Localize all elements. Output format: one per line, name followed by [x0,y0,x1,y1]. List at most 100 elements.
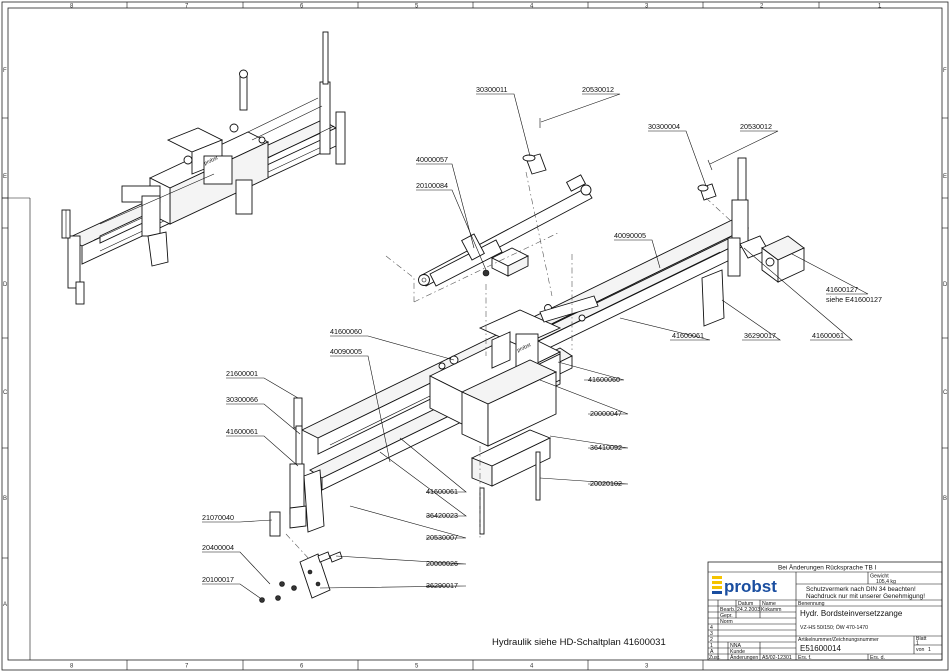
tb-rev-row-1: 1 [710,643,713,649]
svg-text:probst: probst [516,342,532,354]
zone-row-C-left: C [3,390,8,396]
callout-siehe-e41600127: siehe E41600127 [826,295,882,304]
zone-row-A-left: A [3,602,7,608]
zone-col-6-bottom: 6 [300,664,304,670]
callout-20400004: 20400004 [202,543,234,552]
tb-bearb-name: Kirkamm [761,607,781,613]
callout-36290017-b: 36290017 [426,581,458,590]
left-grip [259,397,343,603]
callout-41600061-a: 41600061 [672,331,704,340]
zone-col-5-bottom: 5 [415,664,419,670]
callout-20530012-a: 20530012 [582,85,614,94]
callout-40090005-a: 40090005 [614,231,646,240]
zone-row-D-right: D [943,282,948,288]
zone-columns-top: 8 7 6 5 4 3 2 1 [70,2,882,9]
callout-36290017-a: 36290017 [744,331,776,340]
callout-41600061-c: 41600061 [226,427,258,436]
zone-col-4-top: 4 [530,3,534,9]
probst-logo-icon [712,576,722,594]
callout-20020102: 20020102 [590,479,622,488]
tb-rev-a: A [710,649,714,655]
callout-41600060-b: 41600060 [588,375,620,384]
tb-zust-label: Zust. [709,655,721,661]
zone-columns-bottom: 8 7 6 5 4 3 [70,660,704,670]
probst-logo-text: probst [724,577,777,596]
callout-20530007: 20530007 [426,533,458,542]
callout-40090005-b: 40090005 [330,347,362,356]
hydraulik-note: Hydraulik siehe HD-Schaltplan 41600031 [492,637,666,648]
tb-weight-label: Gewicht [870,574,889,580]
axis-lines [285,171,733,561]
zone-rows-right: F E D C B [942,68,948,502]
callout-36410092: 36410092 [590,443,622,452]
tb-rev-row-4: 4 [710,625,713,631]
zone-row-E-left: E [3,174,7,180]
callout-41600060-a: 41600060 [330,327,362,336]
tb-protection-1: Schutzvermerk nach DIN 34 beachten! [806,586,916,593]
tb-protection-2: Nachdruck nur mit unserer Genehmigung! [806,593,925,600]
tb-norm-label: Norm [720,619,733,625]
tb-rev-row-2: 2 [710,637,713,643]
callout-labels: 30300011 20530012 30300004 20530012 4000… [202,85,882,590]
callout-20100084: 20100084 [416,181,448,190]
tb-name-label: Name [762,601,776,607]
bottom-blocks [470,429,552,535]
zone-col-1-top: 1 [878,3,882,9]
tb-rev-kunde: Kunde [730,649,745,655]
tb-rev-row-3: 3 [710,631,713,637]
zone-col-7-top: 7 [185,3,189,9]
callout-21600001: 21600001 [226,369,258,378]
zone-row-B-right: B [943,496,947,502]
callout-20530012-b: 20530012 [740,122,772,131]
zone-col-8-top: 8 [70,3,74,9]
title-block: Bei Änderungen Rücksprache TB I probst G… [707,561,943,661]
tb-weight-value: 105,4 kg [876,579,896,585]
callout-20000026: 20000026 [426,559,458,568]
zone-row-D-left: D [3,282,8,288]
tb-von-label: von [916,647,924,653]
tb-benennung-label: Benennung [798,601,825,607]
tb-drawing-number: E51600014 [800,644,841,653]
tb-title: Hydr. Bordsteinversetzzange [800,609,903,618]
svg-text:probst: probst [203,155,219,167]
zone-col-3-bottom: 3 [645,664,649,670]
tb-ers-fuer: Ers. f. [798,655,812,661]
callout-41600127: 41600127 [826,285,858,294]
right-grip [701,157,805,327]
zone-row-E-right: E [943,174,947,180]
callout-leaders [202,93,869,599]
zone-row-C-right: C [943,390,948,396]
callout-30300011: 30300011 [476,85,507,94]
callout-36420023: 36420023 [426,511,458,520]
tb-blatt-value: 1 [916,641,919,647]
zone-row-F-right: F [943,68,947,74]
tb-von-value: 1 [928,647,931,653]
callout-20000047: 20000047 [590,409,622,418]
callout-30300004: 30300004 [648,122,680,131]
tb-aend-value: A5/02-12301 [762,655,792,661]
tb-rev-a-value: NNA [730,643,741,649]
callout-21070040: 21070040 [202,513,234,522]
assembled-view: probst [61,31,346,305]
callout-30300066: 30300066 [226,395,258,404]
callout-20100017: 20100017 [202,575,234,584]
zone-row-B-left: B [3,496,7,502]
tb-subtitle: VZ-HS 50/150; ÖW 470-1470 [800,624,868,631]
zone-row-F-left: F [3,68,7,74]
zone-col-7-bottom: 7 [185,664,189,670]
zone-col-4-bottom: 4 [530,664,534,670]
callout-40000057: 40000057 [416,155,448,164]
zone-rows-left: F E D C B A [2,68,8,608]
tb-ers-durch: Ers. d. [870,655,885,661]
tb-bearb-label: Bearb. [720,607,735,613]
exploded-rails: probst [300,219,750,491]
hydraulic-cylinder [418,174,593,287]
tb-aend-label: Änderungen [730,654,758,661]
tb-ident-label: Artikelnummer/Zeichnungsnummer [798,637,879,643]
tb-top-note: Bei Änderungen Rücksprache TB I [778,564,877,572]
zone-col-3-top: 3 [645,3,649,9]
tb-gepr-label: Gepr. [720,613,733,619]
pins-upper [522,118,717,201]
